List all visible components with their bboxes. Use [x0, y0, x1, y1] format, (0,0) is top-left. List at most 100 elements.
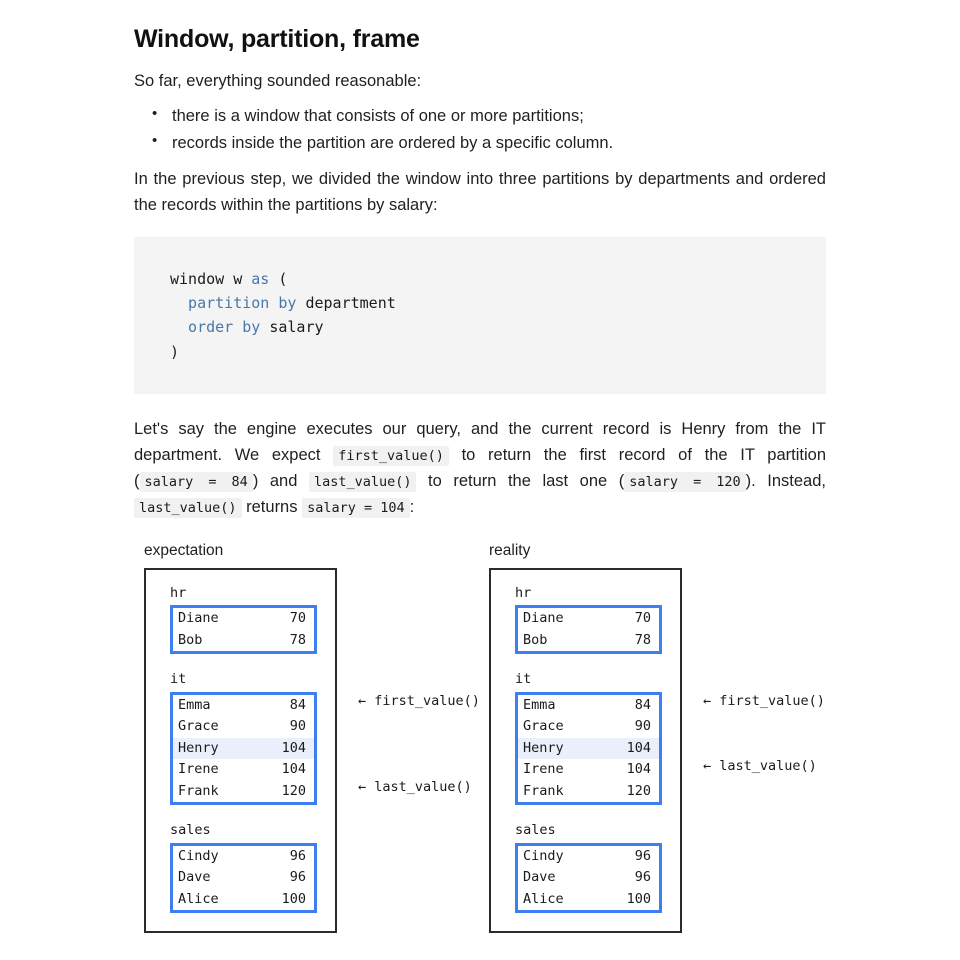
row-employee-name: Dave [523, 869, 556, 886]
row-salary-value: 96 [289, 869, 306, 886]
code-text: ) [170, 342, 180, 361]
diagram-label-reality: reality [489, 542, 531, 559]
row-employee-name: Grace [178, 718, 219, 735]
inline-code-last-value: last_value() [308, 472, 417, 493]
row-employee-name: Henry [523, 739, 564, 756]
row-employee-name: Cindy [178, 847, 219, 864]
table-row: Frank 120 [173, 781, 314, 803]
inline-code-first-value: first_value() [333, 446, 449, 467]
table-row: Diane 70 [518, 608, 659, 630]
row-salary-value: 120 [626, 782, 651, 799]
table-row: Bob 78 [518, 630, 659, 652]
diagram-label-expectation: expectation [144, 542, 224, 559]
row-salary-value: 84 [289, 696, 306, 713]
row-employee-name: Frank [523, 782, 564, 799]
paragraph-text: returns [241, 498, 303, 517]
row-employee-name: Bob [523, 631, 548, 648]
row-employee-name: Frank [178, 782, 219, 799]
table-row: Emma 84 [173, 695, 314, 717]
list-item: there is a window that consists of one o… [152, 102, 826, 130]
table-row: Frank 120 [518, 781, 659, 803]
row-employee-name: Bob [178, 631, 203, 648]
paragraph-text: ) and [252, 472, 309, 491]
row-employee-name: Emma [523, 696, 556, 713]
row-salary-value: 120 [281, 782, 306, 799]
row-employee-name: Emma [178, 696, 211, 713]
row-salary-value: 70 [634, 610, 651, 627]
annotation-arrow-label: ← first_value() [358, 693, 480, 709]
table-row: Cindy 96 [173, 846, 314, 868]
row-salary-value: 96 [634, 847, 651, 864]
row-salary-value: 78 [634, 631, 651, 648]
paragraph-text: : [409, 498, 415, 517]
inline-code-last-value-2: last_value() [134, 498, 242, 519]
row-salary-value: 90 [634, 718, 651, 735]
row-employee-name: Cindy [523, 847, 564, 864]
row-employee-name: Diane [178, 610, 219, 627]
annotation-arrow-label: ← first_value() [703, 693, 825, 709]
row-employee-name: Irene [523, 761, 564, 778]
page-title: Window, partition, frame [134, 25, 420, 53]
intro-paragraph: So far, everything sounded reasonable: [134, 72, 422, 91]
code-keyword: as [251, 269, 270, 288]
row-salary-value: 70 [289, 610, 306, 627]
table-row: Diane 70 [173, 608, 314, 630]
code-keyword: order by [170, 318, 261, 337]
paragraph-text: to return the first record of the IT par… [134, 446, 827, 491]
row-salary-value: 96 [289, 847, 306, 864]
paragraph-engine-explanation: Let's say the engine executes our query,… [134, 416, 826, 520]
paragraph-text: ). Instead, [745, 472, 826, 491]
code-text: window w [170, 269, 252, 288]
code-text: department [296, 294, 396, 313]
table-row: Cindy 96 [518, 846, 659, 868]
spacer [134, 220, 826, 237]
partition-name: sales [170, 822, 211, 839]
row-salary-value: 104 [626, 761, 651, 778]
bullet-list: there is a window that consists of one o… [134, 102, 826, 157]
code-keyword: partition by [170, 294, 297, 313]
paragraph-text: to return the last one ( [416, 472, 625, 491]
code-text: ( [269, 269, 288, 288]
inline-code-salary-120: salary = 120 [624, 472, 746, 493]
row-employee-name: Henry [178, 739, 219, 756]
row-employee-name: Diane [523, 610, 564, 627]
partition-name: it [515, 671, 532, 688]
code-text: salary [260, 318, 324, 337]
row-salary-value: 100 [281, 890, 306, 907]
annotation-arrow-label: ← last_value() [703, 758, 817, 774]
inline-code-salary-84: salary = 84 [139, 472, 253, 493]
row-salary-value: 84 [634, 696, 651, 713]
partition-name: sales [515, 822, 556, 839]
row-salary-value: 100 [626, 890, 651, 907]
article-content: Window, partition, frame So far, everyth… [134, 24, 826, 522]
table-row: Emma 84 [518, 695, 659, 717]
partition-name: it [170, 671, 187, 688]
row-employee-name: Alice [523, 890, 564, 907]
paragraph-text: Let's say the engine executes our query,… [134, 420, 826, 465]
paragraph-previous-step: In the previous step, we divided the win… [134, 169, 826, 214]
list-item: records inside the partition are ordered… [152, 129, 826, 157]
row-employee-name: Irene [178, 761, 219, 778]
